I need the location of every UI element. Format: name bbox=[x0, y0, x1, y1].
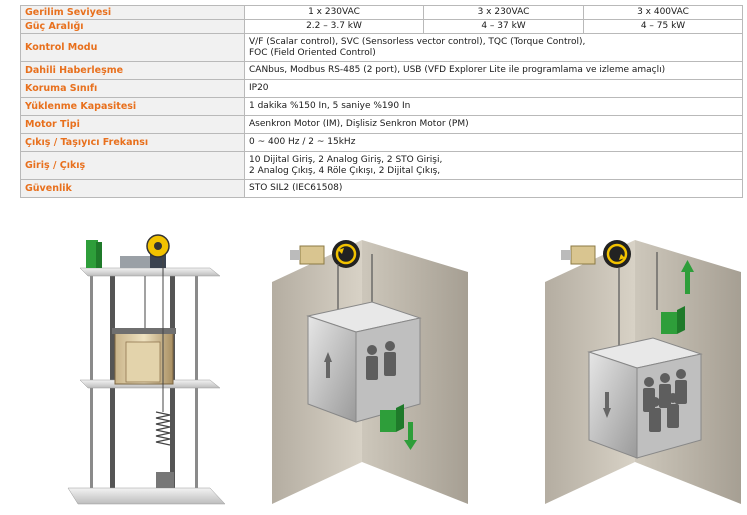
car-down-illustration bbox=[545, 232, 741, 504]
value-line: FOC (Field Oriented Control) bbox=[249, 47, 376, 58]
counterweight-spring bbox=[155, 411, 171, 446]
table-row: Dahili Haberleşme CANbus, Modbus RS-485 … bbox=[20, 61, 743, 80]
cell-value: 4 – 75 kW bbox=[583, 19, 743, 34]
row-label: Kontrol Modu bbox=[20, 33, 245, 62]
cell-value: Asenkron Motor (IM), Dişlisiz Senkron Mo… bbox=[244, 115, 743, 134]
cell-value: V/F (Scalar control), SVC (Sensorless ve… bbox=[244, 33, 743, 62]
controller-cabinet bbox=[86, 240, 98, 268]
elevator-car bbox=[588, 351, 638, 459]
table-row: Giriş / Çıkış 10 Dijital Giriş, 2 Analog… bbox=[20, 151, 743, 180]
cell-value: 10 Dijital Giriş, 2 Analog Giriş, 2 STO … bbox=[244, 151, 743, 180]
value-line: V/F (Scalar control), SVC (Sensorless ve… bbox=[249, 36, 586, 47]
row-label: Motor Tipi bbox=[20, 115, 245, 134]
cell-value: 1 dakika %150 In, 5 saniye %190 In bbox=[244, 97, 743, 116]
elevator-shaft-drawing bbox=[67, 234, 226, 505]
arrow-up-icon bbox=[681, 260, 694, 272]
row-label: Güvenlik bbox=[20, 179, 245, 198]
counterweight bbox=[380, 410, 396, 432]
row-label: Gerilim Seviyesi bbox=[20, 5, 245, 20]
car-down-drawing bbox=[545, 240, 741, 504]
cell-value: IP20 bbox=[244, 79, 743, 98]
cell-value: STO SIL2 (IEC61508) bbox=[244, 179, 743, 198]
value-line: 2 Analog Çıkış, 4 Röle Çıkışı, 2 Dijital… bbox=[249, 165, 441, 176]
car-up-drawing bbox=[272, 240, 468, 504]
elevator-shaft-illustration bbox=[60, 232, 228, 512]
cell-value: 3 x 230VAC bbox=[423, 5, 584, 20]
table-row: Çıkış / Taşıyıcı Frekansı 0 ~ 400 Hz / 2… bbox=[20, 133, 743, 152]
elevator-car bbox=[307, 315, 357, 423]
arrow-down-icon bbox=[404, 440, 417, 450]
table-row: Kontrol Modu V/F (Scalar control), SVC (… bbox=[20, 33, 743, 62]
spec-table: Gerilim Seviyesi 1 x 230VAC 3 x 230VAC 3… bbox=[20, 5, 743, 198]
passengers-icon bbox=[366, 341, 396, 380]
table-row: Motor Tipi Asenkron Motor (IM), Dişlisiz… bbox=[20, 115, 743, 134]
cell-value: CANbus, Modbus RS-485 (2 port), USB (VFD… bbox=[244, 61, 743, 80]
cell-value: 2.2 – 3.7 kW bbox=[244, 19, 424, 34]
cell-value: 1 x 230VAC bbox=[244, 5, 424, 20]
table-row: Güç Aralığı 2.2 – 3.7 kW 4 – 37 kW 4 – 7… bbox=[20, 19, 743, 34]
row-label: Dahili Haberleşme bbox=[20, 61, 245, 80]
counterweight bbox=[661, 312, 677, 334]
cell-value: 3 x 400VAC bbox=[583, 5, 743, 20]
table-row: Gerilim Seviyesi 1 x 230VAC 3 x 230VAC 3… bbox=[20, 5, 743, 20]
row-label: Çıkış / Taşıyıcı Frekansı bbox=[20, 133, 245, 152]
row-label: Giriş / Çıkış bbox=[20, 151, 245, 180]
value-line: 10 Dijital Giriş, 2 Analog Giriş, 2 STO … bbox=[249, 154, 443, 165]
row-label: Koruma Sınıfı bbox=[20, 79, 245, 98]
row-label: Güç Aralığı bbox=[20, 19, 245, 34]
row-label: Yüklenme Kapasitesi bbox=[20, 97, 245, 116]
table-row: Güvenlik STO SIL2 (IEC61508) bbox=[20, 179, 743, 198]
cell-value: 0 ~ 400 Hz / 2 ~ 15kHz bbox=[244, 133, 743, 152]
table-row: Yüklenme Kapasitesi 1 dakika %150 In, 5 … bbox=[20, 97, 743, 116]
cell-value: 4 – 37 kW bbox=[423, 19, 584, 34]
passengers-icon bbox=[643, 369, 687, 432]
car-up-illustration bbox=[272, 232, 468, 504]
table-row: Koruma Sınıfı IP20 bbox=[20, 79, 743, 98]
